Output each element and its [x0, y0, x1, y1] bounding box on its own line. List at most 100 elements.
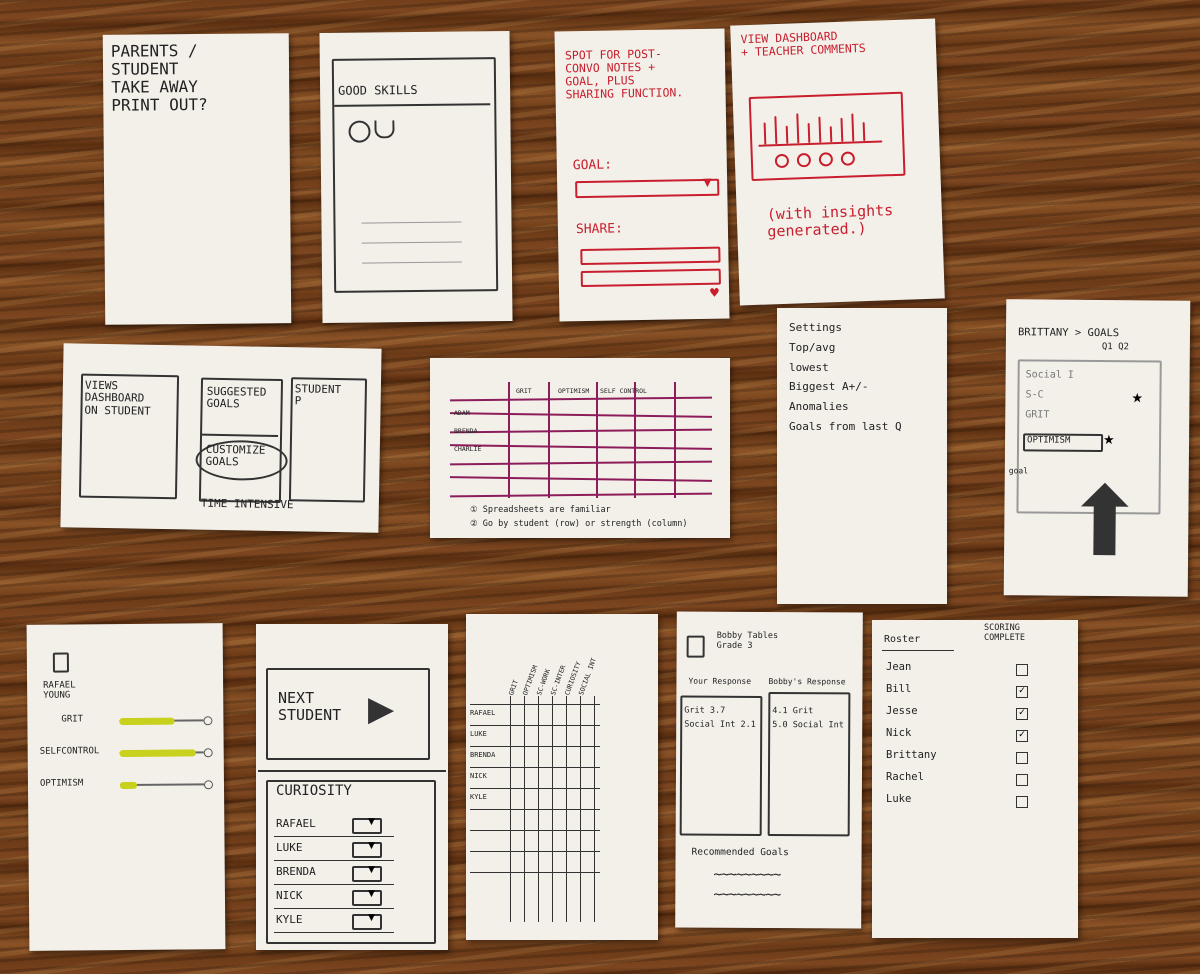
- wavy-line: ∼∼∼∼∼∼∼∼∼: [713, 866, 781, 884]
- section-divider: [258, 770, 446, 772]
- chevron-down-icon: ▼: [368, 841, 375, 851]
- roster-name: Bill: [886, 683, 912, 695]
- grid-row-line: [470, 725, 600, 726]
- card-good-skills: GOOD SKILLS: [319, 31, 513, 323]
- grid-row-line: [449, 396, 713, 402]
- avatar-icon: [686, 635, 705, 658]
- trait-label: SELFCONTROL: [39, 746, 100, 757]
- skills-label: GOOD SKILLS: [338, 82, 418, 98]
- roster-name: Jean: [886, 661, 912, 673]
- student-label: NICK: [276, 889, 303, 902]
- grid-row-line: [470, 809, 600, 810]
- card-spreadsheet: ① Spreadsheets are familiar ② Go by stud…: [430, 358, 730, 538]
- scoring-checkbox: ✓: [1016, 730, 1028, 742]
- goal-dropdown: [575, 178, 720, 199]
- row-header: ADAM: [454, 409, 470, 417]
- trait-sliders: [27, 623, 223, 625]
- row-header: BRENDA: [454, 427, 478, 435]
- next-text: NEXT STUDENT: [278, 689, 342, 724]
- next-student-button: [266, 668, 430, 760]
- share-field-2: [580, 268, 721, 288]
- grid-row-line: [449, 460, 713, 466]
- dashboard-frame: [748, 91, 906, 182]
- recommended-label: Recommended Goals: [691, 846, 789, 859]
- trait-label: GRIT: [61, 714, 84, 725]
- row-header: RAFAEL: [470, 709, 496, 717]
- student-name: RAFAEL YOUNG: [43, 680, 76, 701]
- slider-fill: [119, 717, 175, 726]
- scoring-checkbox: [1016, 664, 1028, 676]
- star-icon: ★: [1131, 391, 1144, 407]
- scoring-checkbox: [1016, 774, 1028, 786]
- curiosity-frame: [266, 780, 436, 944]
- roster-underline: [882, 650, 954, 651]
- student-label: LUKE: [276, 841, 303, 854]
- bobby-label: Bobby's Response: [768, 676, 846, 687]
- note-1: ① Spreadsheets are familiar: [470, 505, 611, 515]
- row-header: CHARLIE: [454, 445, 482, 453]
- dashboard-bars: [730, 19, 935, 147]
- wavy-line: ∼∼∼∼∼∼∼∼∼: [713, 886, 781, 904]
- column-header: OPTIMISM: [558, 387, 590, 395]
- custom-text: CUSTOMIZE GOALS: [205, 442, 266, 469]
- goal-label: GOAL:: [572, 157, 613, 174]
- share-label: SHARE:: [575, 221, 624, 238]
- grid-col-line: [548, 382, 550, 498]
- scoring-checkbox: [1016, 796, 1028, 808]
- heart-icon: ♥: [708, 285, 720, 300]
- column-header: SELF CONTROL: [600, 387, 647, 395]
- bobby-name: Bobby Tables Grade 3: [716, 630, 779, 651]
- row-header: LUKE: [470, 730, 487, 738]
- grid-row-line: [470, 746, 600, 747]
- card-rafael-sliders: RAFAEL YOUNG GRIT SELFCONTROL OPTIMISM: [26, 623, 226, 951]
- grid-col-line: [596, 382, 598, 498]
- roster-name: Brittany: [886, 749, 937, 761]
- grid-row-line: [449, 412, 713, 418]
- row-divider: [274, 836, 394, 837]
- card4-heading: VIEW DASHBOARD + TEACHER COMMENTS: [740, 28, 866, 60]
- row-divider: [274, 932, 394, 933]
- row-divider: [274, 860, 394, 861]
- column-header: GRIT: [507, 678, 520, 697]
- time-text: TIME INTENSIVE: [200, 496, 294, 512]
- grid-col-line: [634, 382, 636, 498]
- slider-knob: [203, 748, 213, 758]
- card-next-student: NEXT STUDENT ▶ CURIOSITY RAFAEL▼LUKE▼BRE…: [256, 624, 448, 950]
- row-header: NICK: [470, 772, 487, 780]
- grid-row-line: [470, 767, 600, 768]
- card-view-dashboard: VIEW DASHBOARD + TEACHER COMMENTS (with …: [730, 18, 945, 306]
- student-dropdown: [352, 890, 382, 906]
- smiley-icon: [348, 120, 371, 143]
- grid-col-line: [674, 382, 676, 498]
- grid-row-line: [470, 872, 600, 873]
- grid-row-line: [470, 704, 600, 705]
- card-parents-printout: PARENTS / STUDENT TAKE AWAY PRINT OUT?: [102, 33, 292, 325]
- card3-heading: SPOT FOR POST- CONVO NOTES + GOAL, PLUS …: [564, 46, 684, 101]
- bobby-scores: 4.1 Grit 5.0 Social Int: [772, 706, 844, 731]
- share-field-1: [580, 246, 721, 266]
- grid-col-line: [508, 382, 510, 498]
- selected-goal-text: OPTIMISM: [1027, 435, 1071, 446]
- slider-fill: [119, 781, 138, 790]
- views-text: VIEWS DASHBOARD ON STUDENT: [84, 378, 151, 418]
- play-icon: ▶: [368, 689, 395, 729]
- slider-knob: [203, 716, 213, 726]
- grid-row-line: [470, 851, 600, 852]
- scoring-checkbox: ✓: [1016, 686, 1028, 698]
- roster-name: Luke: [886, 793, 912, 805]
- scoring-checkbox: ✓: [1016, 708, 1028, 720]
- grid-row-line: [449, 428, 713, 434]
- student-label: KYLE: [276, 913, 303, 926]
- quarters: Q1 Q2: [1101, 342, 1130, 353]
- avatar-icon: [52, 652, 69, 673]
- grid-row-line: [470, 788, 600, 789]
- your-label: Your Response: [688, 676, 752, 686]
- roster-name: Nick: [886, 727, 912, 739]
- grid-row-line: [449, 492, 713, 498]
- scoring-checkbox: [1016, 752, 1028, 764]
- chevron-down-icon: ▼: [368, 889, 375, 899]
- trait-label: OPTIMISM: [39, 778, 84, 789]
- goal-items: Social I S-C GRIT: [1025, 369, 1074, 421]
